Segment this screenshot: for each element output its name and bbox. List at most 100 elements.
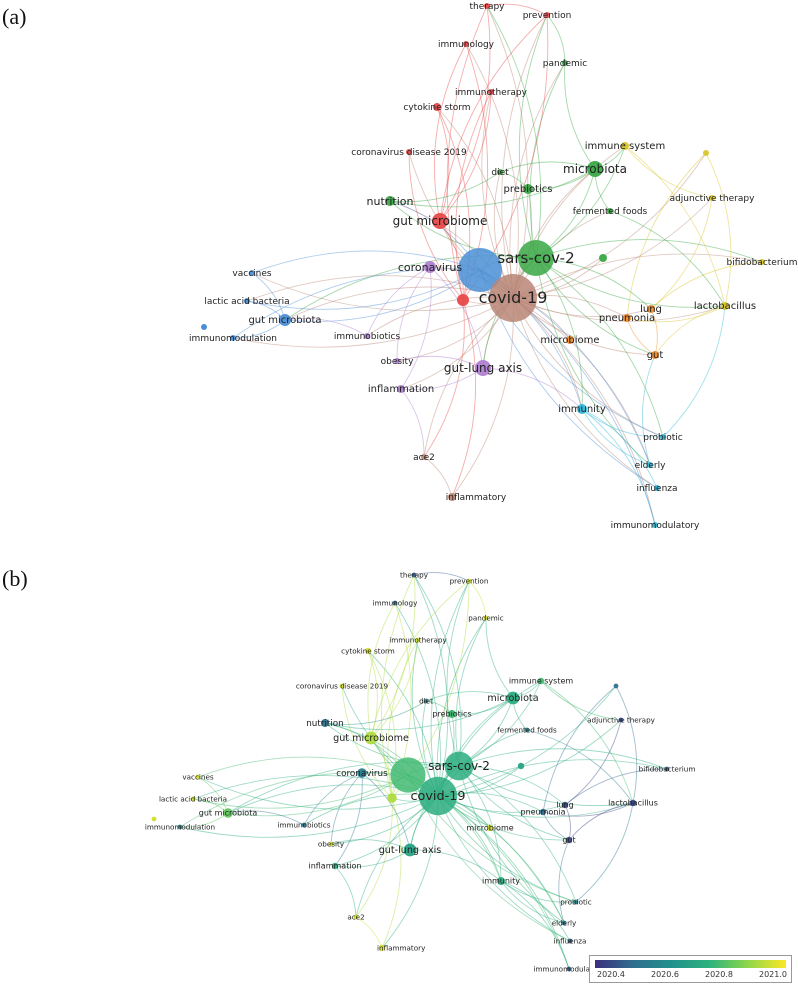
node-pandemic (562, 60, 568, 66)
node-gut-microbiota (223, 808, 233, 818)
network-link (512, 297, 651, 466)
network-link (437, 719, 622, 797)
node-red-node (387, 793, 397, 803)
node-pneumonia (539, 808, 547, 816)
network-link (535, 239, 763, 263)
node-gut-microbiota (279, 314, 291, 326)
node-lung (561, 801, 569, 809)
network-link (451, 299, 477, 498)
network-link (650, 261, 763, 310)
node-label-pneumonia: pneumonia (599, 313, 655, 324)
network-link (626, 317, 656, 356)
node-ace2 (353, 914, 359, 920)
node-adjunctive-therapy (618, 717, 624, 723)
node-label-obesity: obesity (318, 839, 345, 848)
node-label-coronavirus-disease-2019: coronavirus disease 2019 (351, 148, 467, 158)
node-immunomodulation (230, 335, 236, 341)
node-sars-cov-2 (518, 240, 554, 276)
network-link (650, 308, 658, 356)
network-link (501, 14, 548, 299)
network-link (381, 797, 402, 949)
node-pandemic (483, 615, 489, 621)
network-link (334, 865, 357, 918)
node-diet (423, 698, 429, 704)
network-link (451, 297, 514, 498)
node-fermented-foods (607, 208, 613, 214)
network-link (227, 810, 305, 826)
node-label-gut-microbiome: gut microbiome (333, 733, 409, 744)
node-label-inflammatory: inflammatory (446, 493, 507, 503)
node-label-prebiotics: prebiotics (503, 184, 552, 195)
network-link (512, 297, 664, 438)
network-link (662, 305, 726, 438)
node-label-obesity: obesity (381, 357, 414, 367)
node-immunotherapy (488, 89, 494, 95)
link-layer (179, 572, 668, 970)
network-link (535, 257, 664, 438)
node-blue-hub (390, 757, 426, 793)
node-label-elderly: elderly (635, 461, 666, 471)
node-label-cytokine-storm: cytokine storm (403, 103, 470, 113)
node-prevention (466, 578, 472, 584)
network-link (650, 197, 713, 310)
node-label-gut-lung-axis: gut-lung axis (379, 845, 442, 856)
network-link (518, 14, 548, 259)
network-link (324, 722, 460, 767)
network-link (535, 257, 726, 308)
network-link (197, 756, 409, 778)
node-cytokine-storm (433, 103, 441, 111)
network-link (355, 916, 383, 949)
node-therapy (411, 572, 417, 578)
network-link (394, 602, 441, 797)
node-label-nutrition: nutrition (367, 195, 414, 208)
node-obesity (328, 841, 334, 847)
node-label-pandemic: pandemic (543, 59, 587, 69)
node-label-immunobiotics: immunobiotics (278, 820, 331, 829)
node-label-inflammation: inflammation (308, 861, 361, 870)
network-link (512, 152, 707, 299)
network-link (455, 617, 487, 767)
network-link (482, 367, 583, 410)
node-yellow-node (703, 150, 709, 156)
network-link (575, 802, 634, 903)
network-link (468, 580, 487, 619)
node-microbiome (566, 336, 574, 344)
node-label-prevention: prevention (450, 576, 489, 585)
network-link (526, 729, 634, 804)
node-label-diet: diet (491, 168, 509, 178)
network-link (439, 5, 491, 222)
network-link (485, 617, 514, 699)
network-link (409, 849, 502, 882)
node-green-node (517, 762, 525, 770)
network-link (609, 210, 726, 307)
node-influenza (567, 938, 573, 944)
network-link (624, 145, 726, 307)
node-label-microbiome: microbiome (466, 823, 513, 832)
network-link (389, 171, 501, 203)
panel-label-b: (b) (2, 566, 28, 591)
network-link (705, 152, 732, 307)
network-link (334, 849, 411, 868)
node-label-immunology: immunology (438, 40, 495, 50)
node-label-cytokine-storm: cytokine storm (341, 646, 395, 655)
network-link (512, 145, 626, 299)
node-label-immune-system: immune system (585, 141, 665, 152)
node-gut-lung-axis (403, 843, 417, 857)
network-link (284, 318, 368, 337)
network-link (284, 255, 537, 321)
network-link (500, 880, 565, 924)
network-link (458, 765, 565, 924)
network-link (500, 880, 570, 970)
node-label-probiotic: probiotic (560, 897, 592, 906)
node-label-lactic-acid-bacteria: lactic acid bacteria (159, 794, 227, 803)
node-label-influenza: influenza (554, 936, 587, 945)
node-label-therapy: therapy (469, 2, 505, 12)
node-label-coronavirus-disease-2019: coronavirus disease 2019 (296, 681, 389, 690)
node-gut-microbiome (364, 731, 378, 745)
node-label-immunomodulation: immunomodulation (145, 822, 215, 831)
network-link (341, 685, 393, 799)
network-link (303, 772, 363, 826)
node-probiotic (573, 899, 579, 905)
node-label-prebiotics: prebiotics (432, 709, 471, 718)
network-link (581, 408, 664, 438)
